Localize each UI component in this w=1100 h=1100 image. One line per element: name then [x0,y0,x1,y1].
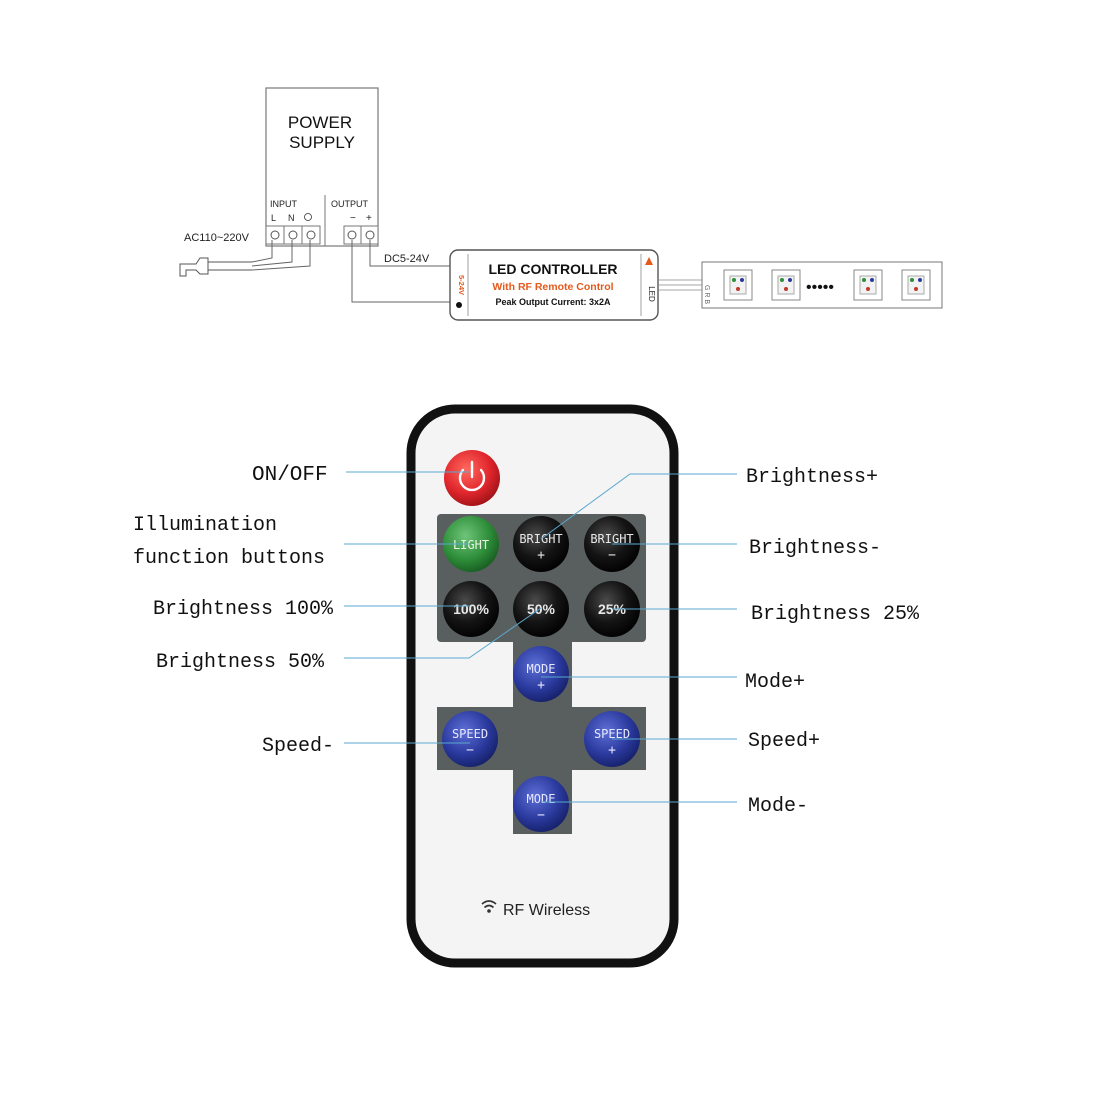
label-speed-plus: Speed+ [748,730,820,753]
controller-peak: Peak Output Current: 3x2A [495,297,611,307]
label-mode-minus: Mode- [748,795,808,818]
bright-plus-label-bottom: + [537,548,545,563]
power-supply-box [265,87,379,247]
power-supply-title-1: POWER [288,113,352,132]
label-brightness-plus: Brightness+ [746,466,878,489]
wifi-icon [481,900,497,913]
label-illumination-2: function buttons [133,547,325,570]
controller-title: LED CONTROLLER [488,261,617,277]
label-brightness-minus: Brightness- [749,537,881,560]
callout-line-brightness-50 [344,607,542,659]
mode-plus-button[interactable]: MODE + [513,646,569,702]
led-chip [723,269,753,301]
callout-labels: ON/OFF Illumination function buttons Bri… [133,464,920,818]
brightness-100-button[interactable]: 100% [443,581,499,637]
ground-symbol [304,213,312,221]
strip-ellipsis: ••••• [806,279,834,296]
callout-lines [344,471,737,803]
label-brightness-50: Brightness 50% [156,651,325,674]
speed-plus-label-bottom: + [608,743,616,758]
speed-minus-label-top: SPEED [452,727,488,741]
led-strip: G R B ••••• [701,261,943,309]
terminal-n-label: N [288,213,295,223]
controller-side-left: 5-24V [457,275,466,295]
bright-minus-label-bottom: − [608,548,616,563]
speed-minus-label-bottom: − [466,743,474,758]
dc-wire-minus [351,240,452,303]
bright-minus-label-top: BRIGHT [590,532,633,546]
led-chip [853,269,883,301]
brightness-50-button[interactable]: 50% [513,581,569,637]
ac-wire-g [251,240,311,271]
terminal-plus-label: + [366,213,372,224]
brightness-100-label: 100% [453,601,489,617]
mode-minus-label-top: MODE [527,792,556,806]
power-supply-title-2: SUPPLY [289,133,355,152]
controller-subtitle: With RF Remote Control [492,281,613,293]
output-label: OUTPUT [331,199,369,209]
light-button-label: LIGHT [453,538,489,552]
light-button[interactable]: LIGHT [443,516,499,572]
power-icon [458,460,486,492]
mode-minus-button[interactable]: MODE − [513,776,569,832]
terminal-l-label: L [271,213,276,223]
mode-plus-label-top: MODE [527,662,556,676]
output-terminals [343,225,379,245]
label-on-off: ON/OFF [252,464,328,487]
controller-minus-dot [456,302,462,308]
speed-plus-label-top: SPEED [594,727,630,741]
rf-wireless-label: RF Wireless [503,902,590,919]
remote-control: LIGHT BRIGHT + BRIGHT − 100% 50% 25% M [406,404,679,968]
label-speed-minus: Speed- [262,735,334,758]
speed-minus-button[interactable]: SPEED − [442,711,498,767]
ac-plug-icon [179,257,252,277]
callout-line-brightness-plus [540,473,737,540]
led-chip [771,269,801,301]
power-button[interactable] [444,450,500,506]
label-illumination-1: Illumination [133,514,277,537]
input-label: INPUT [270,199,298,209]
label-mode-plus: Mode+ [745,671,805,694]
terminal-minus-label: − [350,213,356,224]
svg-text:G R B: G R B [703,285,710,304]
ac-voltage-label: AC110~220V [184,232,250,244]
label-brightness-100: Brightness 100% [153,598,334,621]
mode-plus-label-bottom: + [537,678,545,693]
controller-side-right: LED [647,286,656,302]
mode-minus-label-bottom: − [537,808,545,823]
ac-wire-l [251,240,273,263]
wiring-diagram: POWER SUPPLY INPUT OUTPUT L N − + AC110~… [179,87,943,321]
warning-icon [645,257,653,265]
ac-wire-n [251,240,293,267]
input-terminals [265,225,321,245]
mode-speed-keypad [437,642,646,834]
dc-voltage-label: DC5-24V [384,253,430,265]
led-chip [901,269,931,301]
label-brightness-25: Brightness 25% [751,603,920,626]
